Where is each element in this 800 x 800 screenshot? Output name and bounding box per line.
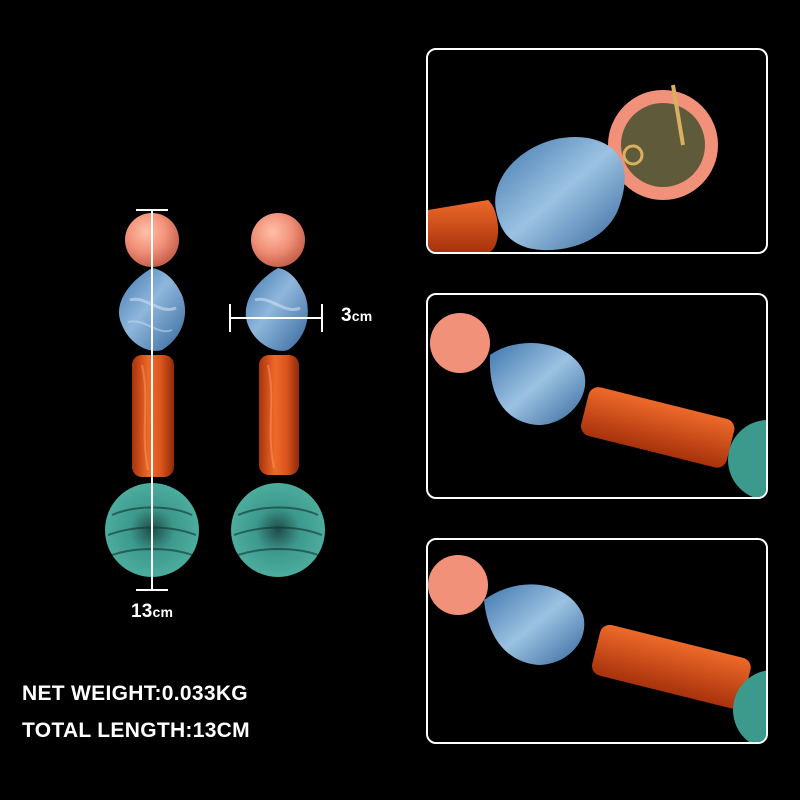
total-length-spec: TOTAL LENGTH:13CM xyxy=(22,719,250,742)
length-measure-line xyxy=(136,209,168,591)
teal-shell xyxy=(231,483,325,577)
earring-pair-photo xyxy=(105,209,325,591)
width-dimension-label: 3cm xyxy=(341,305,373,326)
blue-bead xyxy=(245,268,308,351)
detail-panel-side-detail xyxy=(426,538,768,744)
coral-stud xyxy=(251,213,305,267)
net-weight-spec: NET WEIGHT:0.033KG xyxy=(22,682,248,705)
length-dimension-label: 13cm xyxy=(131,601,174,622)
orange-tube xyxy=(259,355,299,475)
detail-panel-stud-back xyxy=(426,48,768,254)
detail-panel-top-detail xyxy=(426,293,768,499)
right-earring xyxy=(231,213,325,577)
width-measure-line xyxy=(229,304,323,332)
